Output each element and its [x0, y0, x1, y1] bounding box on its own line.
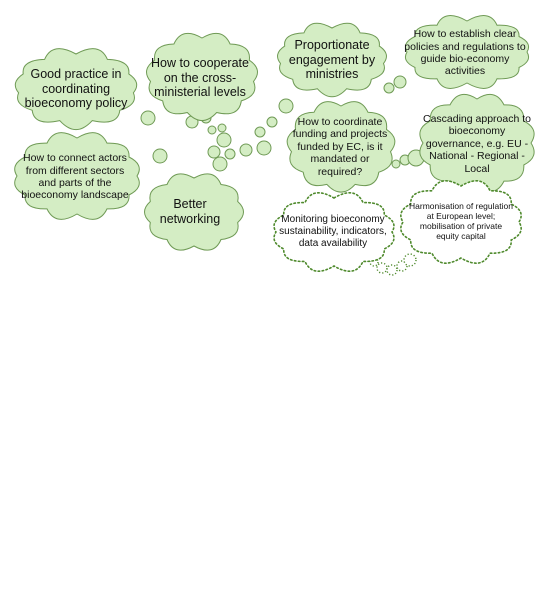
thought-good-practice: Good practice in coordinating bioeconomy… [24, 66, 128, 111]
thought-harmonisation: Harmonisation of regulation at European … [409, 200, 513, 242]
dotted-connector-bubble [396, 260, 408, 272]
cloud-clear-policies [404, 15, 530, 89]
connector-bubble [140, 110, 156, 126]
connector-bubble [256, 140, 272, 156]
thought-cross-ministerial: How to cooperate on the cross-ministeria… [151, 55, 249, 100]
connector-bubbles [140, 75, 425, 276]
cloud-good-practice [14, 48, 138, 131]
cloud-better-networking [144, 173, 244, 251]
dotted-connector-bubble [386, 264, 398, 276]
thought-connect-actors: How to connect actors from different sec… [21, 152, 129, 202]
dotted-connector-bubble [376, 262, 388, 274]
connector-bubble [216, 132, 232, 148]
thought-better-networking: Better networking [159, 197, 221, 226]
connector-bubble [212, 156, 228, 172]
connector-bubble [224, 148, 236, 160]
cloud-harmonisation [400, 180, 522, 264]
cloud-connect-actors [14, 132, 140, 220]
cloud-coordinate-funding [286, 101, 396, 193]
thought-coordinate-funding: How to coordinate funding and projects f… [292, 116, 388, 178]
connector-bubble [152, 148, 168, 164]
cloud-cross-ministerial [146, 32, 258, 122]
clouds [14, 15, 535, 272]
connector-bubble [239, 143, 253, 157]
connector-bubble [217, 123, 227, 133]
connector-bubble [254, 126, 266, 138]
thought-proportionate: Proportionate engagement by ministries [288, 37, 376, 82]
connector-bubble [383, 82, 395, 94]
connector-bubble [207, 145, 221, 159]
thought-monitoring: Monitoring bioeconomy sustainability, in… [279, 214, 387, 249]
connector-bubble [278, 98, 294, 114]
cloud-proportionate [277, 22, 387, 98]
dotted-connector-bubble [403, 253, 417, 267]
thought-cascading: Cascading approach to bioeconomy governa… [423, 113, 531, 175]
cloud-monitoring [273, 192, 395, 272]
connector-bubble [393, 75, 407, 89]
connector-bubble [391, 159, 401, 169]
connector-bubble [266, 116, 278, 128]
thought-clear-policies: How to establish clear policies and regu… [404, 28, 526, 78]
connector-bubble [207, 125, 217, 135]
